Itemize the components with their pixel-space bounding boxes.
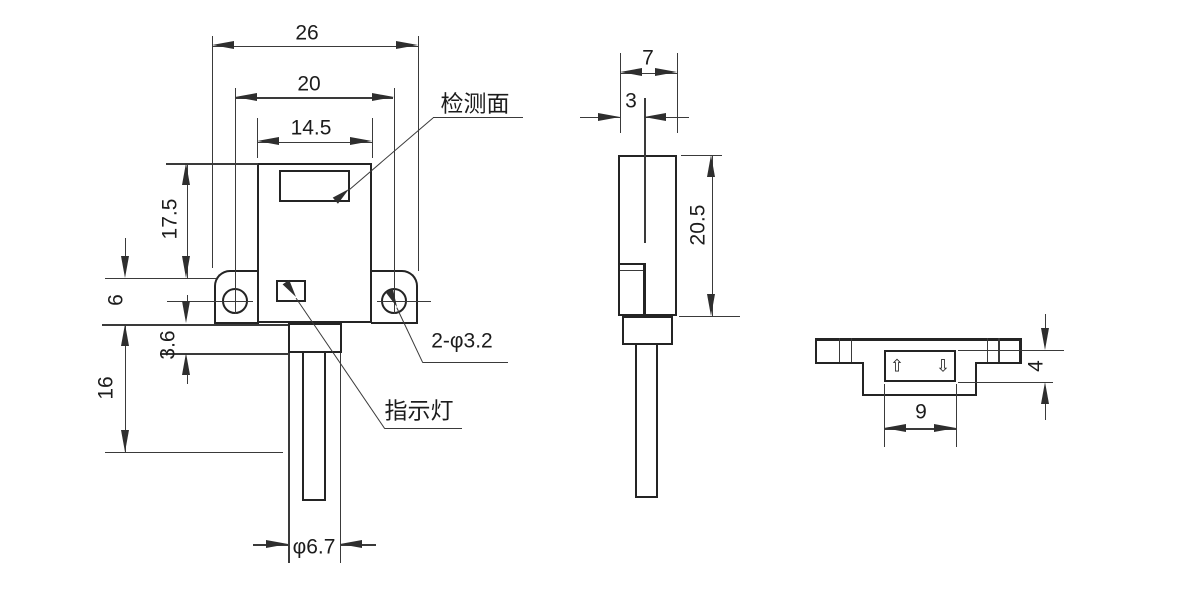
top-optical-window [884,350,956,382]
dim-window-width: 9 [915,400,927,424]
dim-body-width: 14.5 [290,116,332,140]
dim-ear-height: 6 [104,294,128,306]
tab-step-line [839,338,841,362]
side-cable [635,345,659,498]
receiver-down-arrow-icon: ⇩ [935,356,951,376]
dim-axis-offset: 3 [625,89,637,113]
dim-cable-length: 16 [94,376,118,400]
centerline [167,301,253,303]
dim-hole-offset-top: 17.5 [158,198,182,240]
label-indicator: 指示灯 [384,397,454,424]
tab-step-line [850,338,853,362]
centerline [377,300,431,302]
centerline [234,88,236,314]
front-indicator-led [276,280,306,302]
dim-collar-height: 3.6 [156,330,180,360]
dim-cable-diameter: φ6.7 [292,535,336,559]
centerline [393,88,395,314]
dim-overall-width: 26 [295,21,319,45]
centerline [644,98,646,243]
emitter-up-arrow-icon: ⇧ [889,356,905,376]
side-cable-collar [621,316,674,345]
front-detection-window [279,170,350,202]
front-body [257,163,372,323]
dim-hole-spacing: 20 [297,72,321,96]
tab-step-line [986,338,989,362]
side-body [618,155,677,316]
tab-step-line [998,338,1000,362]
label-detection-face: 检测面 [440,90,510,117]
dim-body-height: 20.5 [686,204,710,246]
label-mount-holes: 2-φ3.2 [431,329,493,353]
dim-thickness: 7 [642,46,654,70]
dim-window-height: 4 [1024,360,1048,372]
side-ear-top [618,262,644,265]
side-ear-edge [643,262,646,316]
front-left-ear [214,270,259,324]
front-cable [302,352,326,501]
